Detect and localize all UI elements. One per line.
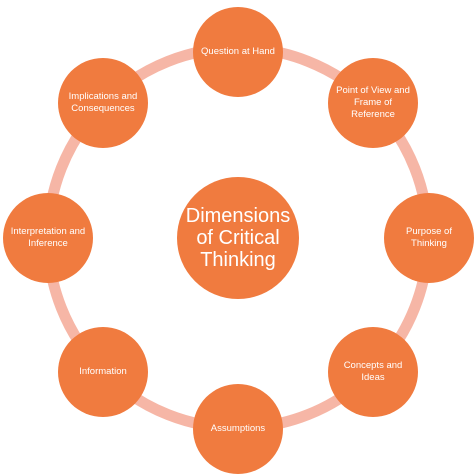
node-interpretation-and-inference: Interpretation and Inference [3, 193, 93, 283]
node-label: Purpose of Thinking [406, 226, 452, 249]
center-node-label: Dimensions of Critical Thinking [185, 205, 291, 271]
node-assumptions: Assumptions [193, 384, 283, 474]
node-label: Point of View and Frame of Reference [336, 85, 410, 120]
node-point-of-view: Point of View and Frame of Reference [328, 58, 418, 148]
node-concepts-and-ideas: Concepts and Ideas [328, 327, 418, 417]
node-question-at-hand: Question at Hand [193, 7, 283, 97]
node-implications-and-consequences: Implications and Consequences [58, 58, 148, 148]
node-information: Information [58, 327, 148, 417]
node-label: Assumptions [210, 423, 266, 435]
node-purpose-of-thinking: Purpose of Thinking [384, 193, 474, 283]
node-label: Question at Hand [201, 46, 275, 58]
node-label: Concepts and Ideas [343, 360, 403, 383]
node-label: Information [79, 366, 127, 378]
node-label: Interpretation and Inference [10, 226, 86, 249]
center-node: Dimensions of Critical Thinking [177, 177, 299, 299]
node-label: Implications and Consequences [68, 91, 138, 114]
